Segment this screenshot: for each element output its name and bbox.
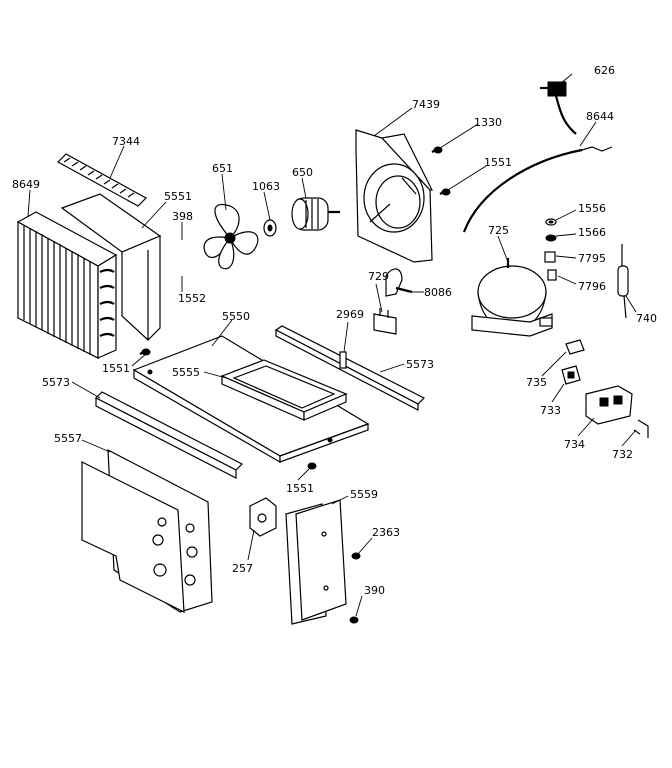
label-7344: 7344	[112, 135, 140, 148]
rail-right	[274, 325, 426, 411]
label-7439: 7439	[412, 98, 440, 111]
rail-left	[94, 391, 244, 479]
label-732: 732	[612, 448, 633, 461]
label-5559: 5559	[350, 488, 378, 501]
tubing-8644	[462, 146, 613, 233]
capacitor-729	[373, 308, 397, 335]
screw-1551-bottom	[307, 462, 317, 470]
label-1556: 1556	[578, 202, 606, 215]
label-1552: 1552	[178, 292, 206, 305]
cap-7796	[547, 269, 557, 281]
label-1330: 1330	[474, 116, 502, 129]
orifice-shroud	[355, 129, 433, 263]
label-8644: 8644	[586, 110, 614, 123]
label-5550: 5550	[222, 310, 250, 323]
drain-tray	[220, 359, 348, 421]
relay-733	[561, 365, 581, 385]
label-5551: 5551	[164, 190, 192, 203]
clip-732	[633, 419, 649, 438]
label-5573-left: 5573	[42, 376, 70, 389]
condenser-shroud	[60, 193, 162, 341]
washer-1556	[545, 218, 557, 226]
label-398: 398	[172, 210, 193, 223]
label-733: 733	[540, 404, 561, 417]
label-1551-left: 1551	[102, 362, 130, 375]
label-8649: 8649	[12, 178, 40, 191]
label-735: 735	[526, 376, 547, 389]
label-725: 725	[488, 224, 509, 237]
label-651: 651	[212, 162, 233, 175]
label-7795: 7795	[578, 252, 606, 265]
fan-motor	[291, 197, 340, 231]
label-650: 650	[292, 166, 313, 179]
power-cord-626	[540, 81, 577, 135]
label-5573-right: 5573	[406, 358, 434, 371]
label-8086: 8086	[424, 286, 452, 299]
condenser-coil	[16, 211, 118, 359]
spacer-2969	[339, 351, 347, 369]
cap-7795	[544, 251, 556, 263]
thermostat	[249, 497, 277, 537]
label-5555: 5555	[172, 366, 200, 379]
relay-735	[565, 339, 585, 355]
fan-blade	[203, 204, 259, 270]
label-626: 626	[594, 64, 615, 77]
leader-lines	[27, 73, 637, 617]
bracket-8086	[385, 268, 413, 297]
label-1551-top: 1551	[484, 156, 512, 169]
screw-1551-top	[439, 188, 451, 196]
grille-strip	[57, 153, 147, 207]
control-panel-rear	[285, 499, 347, 625]
overload-734	[585, 385, 633, 425]
label-257: 257	[232, 562, 253, 575]
label-1551-bottom: 1551	[286, 482, 314, 495]
screw-1551-left	[139, 348, 151, 356]
label-729: 729	[368, 270, 389, 283]
part-labels: 626 8644 7439 1330 1551 7344 651 1063 65…	[12, 64, 657, 597]
compressor	[471, 258, 553, 337]
label-1566: 1566	[578, 226, 606, 239]
label-740: 740	[636, 312, 657, 325]
label-5557: 5557	[54, 432, 82, 445]
label-734: 734	[564, 438, 585, 451]
label-7796: 7796	[578, 280, 606, 293]
screw-390	[349, 616, 359, 624]
drier	[617, 244, 629, 319]
label-2363: 2363	[372, 526, 400, 539]
screw-2363	[351, 552, 361, 560]
label-1063: 1063	[252, 180, 280, 193]
label-390: 390	[364, 584, 385, 597]
washer-1566	[545, 234, 557, 242]
label-2969: 2969	[336, 308, 364, 321]
nut	[263, 219, 277, 237]
control-panel-front	[81, 448, 213, 614]
screw-1330	[431, 146, 443, 154]
